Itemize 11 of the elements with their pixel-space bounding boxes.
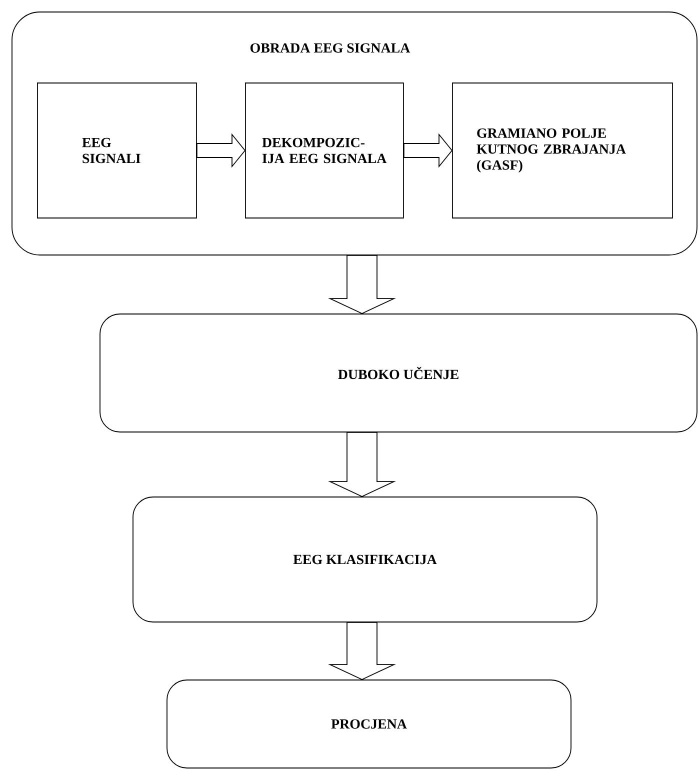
process-box: PROCJENA	[166, 680, 572, 768]
process-box: EEG SIGNALI	[37, 82, 197, 218]
process-box: DUBOKO UČENJE	[100, 314, 698, 432]
process-box: EEG KLASIFIKACIJA	[132, 496, 598, 622]
block-arrow	[328, 622, 396, 680]
process-box: GRAMIANO POLJE KUTNOG ZBRAJANJA (GASF)	[452, 82, 673, 218]
block-arrow	[196, 133, 246, 168]
block-arrow	[403, 133, 453, 168]
process-box: DEKOMPOZIC- IJA EEG SIGNALA	[245, 82, 404, 218]
block-arrow	[328, 255, 396, 314]
block-arrow	[328, 432, 396, 498]
